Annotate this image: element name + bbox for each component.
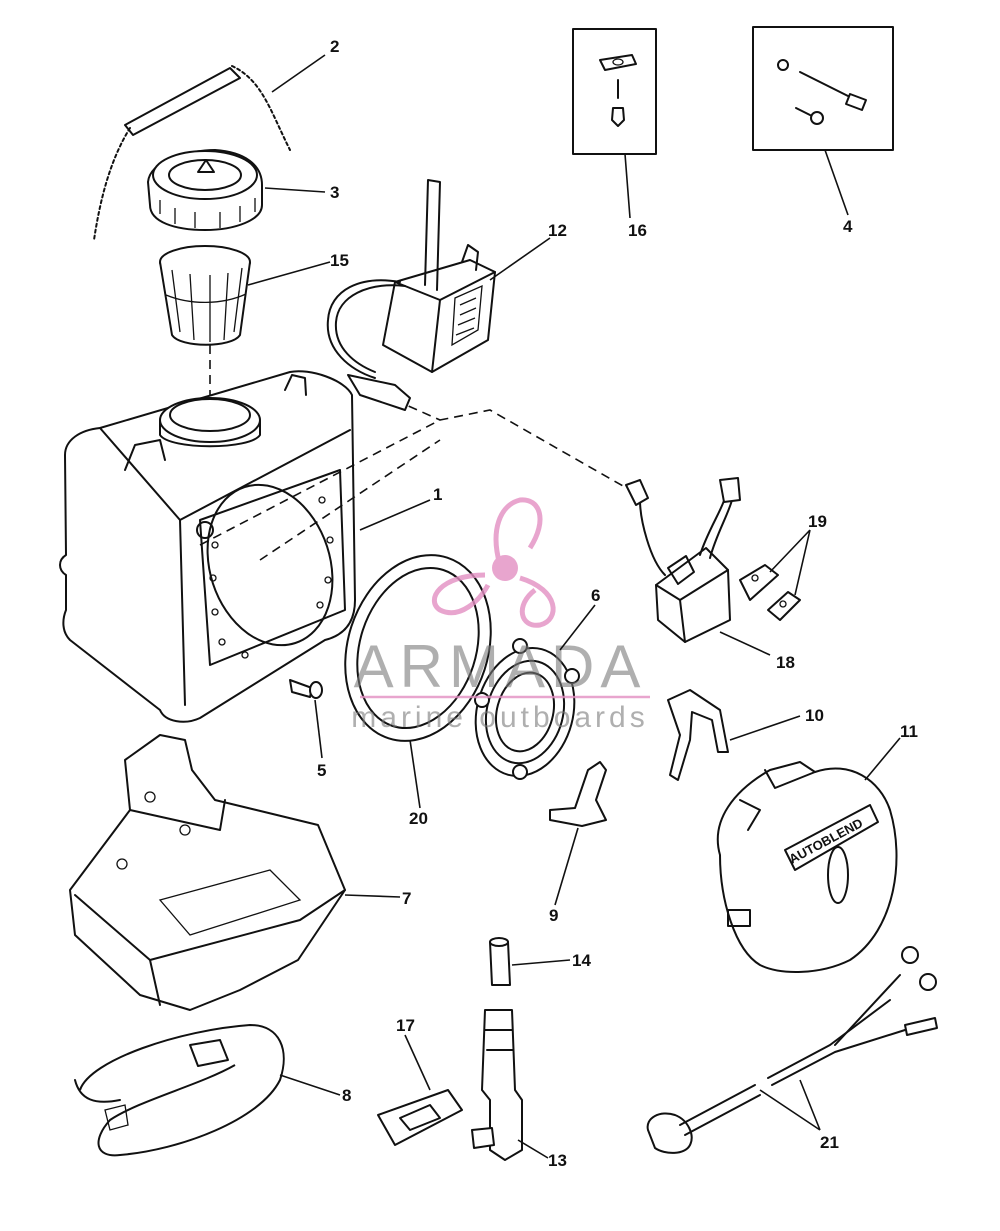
part-2-tether-strap [93, 65, 291, 241]
part-19-brackets [739, 564, 801, 621]
part-14-sleeve [489, 937, 511, 986]
callout-7: 7 [402, 889, 411, 908]
callout-13: 13 [548, 1151, 567, 1170]
callout-18: 18 [776, 653, 795, 672]
part-4-hardware-box [752, 26, 894, 151]
part-9-clip [549, 761, 607, 827]
callout-5: 5 [317, 761, 326, 780]
leader-lines [247, 54, 901, 1159]
part-6-diaphragm-assembly [474, 638, 580, 780]
callout-15: 15 [330, 251, 349, 270]
watermark-tagline: marine outboards [351, 701, 648, 734]
part-17-plate [377, 1089, 463, 1146]
callout-12: 12 [548, 221, 567, 240]
part-5-screw [289, 679, 323, 699]
part-10-bracket [667, 689, 729, 781]
assembly-line [259, 439, 441, 561]
callout-20: 20 [409, 809, 428, 828]
callout-16: 16 [628, 221, 647, 240]
part-8-strap [74, 1024, 285, 1157]
assembly-line [199, 409, 631, 546]
callout-4: 4 [843, 217, 853, 236]
callout-6: 6 [591, 586, 600, 605]
part-7-tray [69, 734, 346, 1011]
callout-21: 21 [820, 1133, 839, 1152]
watermark-brand: ARMADA [354, 633, 647, 700]
callout-10: 10 [805, 706, 824, 725]
callout-9: 9 [549, 906, 558, 925]
part-3-fill-cap [147, 149, 263, 231]
callout-labels: 2 3 15 16 4 12 1 19 18 6 10 11 5 20 9 7 … [317, 37, 918, 1170]
part-12-sender-unit [326, 179, 496, 411]
part-16-hardware-box [572, 28, 657, 155]
callout-2: 2 [330, 37, 339, 56]
part-15-filter-basket [159, 245, 251, 346]
part-11-cover: AUTOBLEND [716, 761, 898, 973]
callout-14: 14 [572, 951, 591, 970]
callout-11: 11 [900, 722, 918, 741]
part-21-harness [646, 946, 938, 1154]
callout-1: 1 [433, 485, 442, 504]
watermark: ARMADA marine outboards [351, 497, 650, 734]
callout-17: 17 [396, 1016, 415, 1035]
callout-8: 8 [342, 1086, 351, 1105]
part-13-fitting [471, 1009, 523, 1161]
part-20-gasket [344, 554, 492, 742]
part-1-fuel-tank [59, 370, 356, 723]
propeller-logo-icon [432, 497, 556, 628]
callout-3: 3 [330, 183, 339, 202]
callout-19: 19 [808, 512, 827, 531]
part-18-control-module [625, 477, 741, 643]
